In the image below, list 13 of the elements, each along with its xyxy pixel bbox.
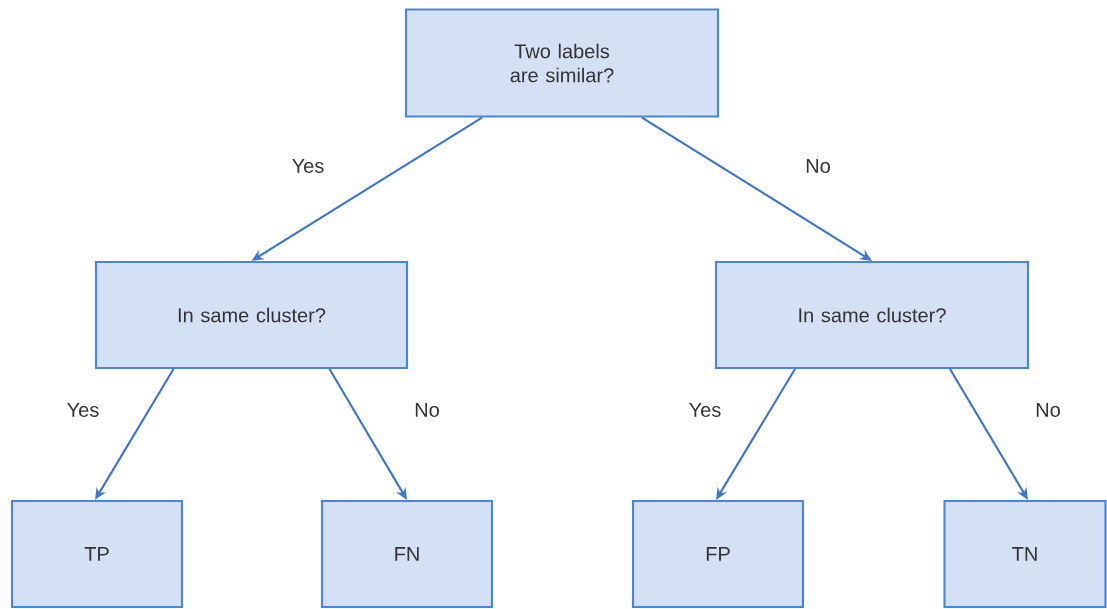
edge-label: No bbox=[1032, 400, 1064, 420]
decision-box: In same cluster? bbox=[714, 260, 1030, 370]
decision-box: TP bbox=[10, 499, 184, 609]
decision-box: Two labels are similar? bbox=[404, 8, 720, 118]
edge-label: Yes bbox=[686, 400, 724, 420]
edge-label: No bbox=[411, 400, 443, 420]
decision-box: In same cluster? bbox=[94, 260, 409, 370]
decision-box: FN bbox=[320, 499, 494, 609]
edge-label: Yes bbox=[289, 156, 327, 176]
decision-box: TN bbox=[943, 499, 1107, 609]
edge-label: Yes bbox=[64, 400, 102, 420]
edge-label: No bbox=[802, 156, 834, 176]
decision-box: FP bbox=[631, 499, 805, 609]
